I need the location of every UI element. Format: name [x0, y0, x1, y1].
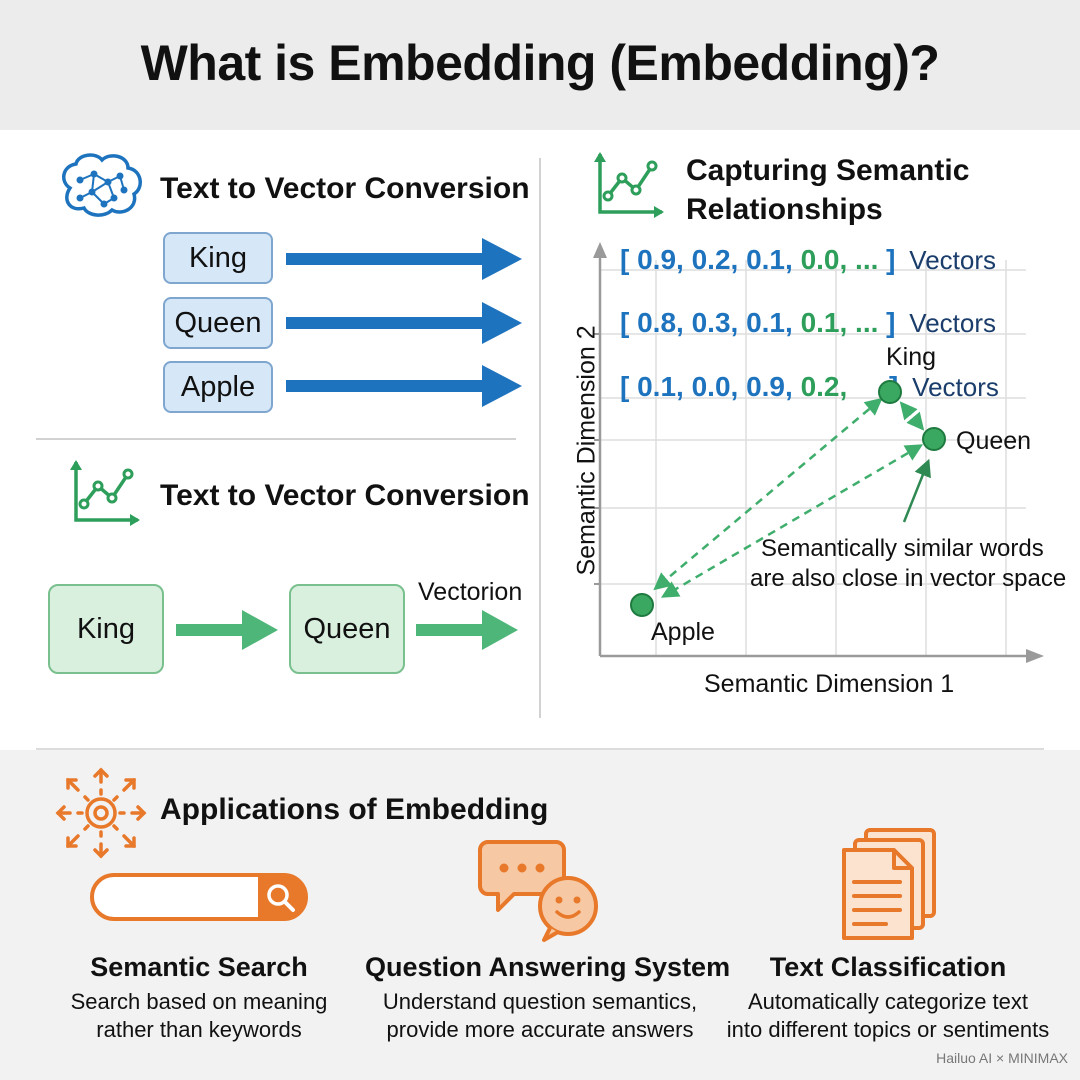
vector-3-values-tail: 0.2, [800, 371, 848, 402]
word-box-queen: Queen [163, 297, 273, 349]
app-desc-text-classification-1: Automatically categorize text [747, 989, 1029, 1014]
green-arrow-2 [416, 610, 518, 650]
vertical-divider [539, 158, 541, 718]
blue-arrow-1 [286, 238, 522, 280]
y-axis-label: Semantic Dimension 2 [572, 325, 601, 576]
page-title: What is Embedding (Embedding)? [140, 35, 940, 91]
relationships-heading-line1: Capturing Semantic [686, 154, 970, 187]
chat-bubbles-icon [478, 840, 598, 942]
blue-arrow-2 [286, 302, 522, 344]
similarity-note-line2: are also close in vector space [750, 565, 1067, 592]
vector-row-1: [ 0.9, 0.2, 0.1, 0.0, ... ] Vectors [620, 244, 996, 276]
point-king [878, 380, 902, 404]
section-divider [36, 748, 1044, 750]
green-box-queen: Queen [289, 584, 405, 674]
vector-row-3: [ 0.1, 0.0, 0.9, 0.2, ] Vectors [620, 371, 999, 403]
app-title-semantic-search: Semantic Search [90, 952, 308, 982]
point-label-king: King [886, 343, 937, 371]
vector-1-values: [ 0.9, 0.2, 0.1, [620, 244, 793, 275]
vector-2-close: ] [886, 307, 896, 338]
brain-network-icon [62, 153, 142, 217]
search-bar-icon [90, 873, 308, 921]
vector-3-label: Vectors [912, 372, 999, 402]
line-chart-icon [594, 152, 664, 218]
horizontal-divider [36, 438, 516, 440]
app-title-question-answering: Question Answering System [365, 952, 731, 982]
app-desc-question-answering-1: Understand question semantics, [382, 989, 698, 1014]
app-desc-semantic-search-1: Search based on meaning [70, 989, 328, 1014]
word-box-apple: Apple [163, 361, 273, 413]
similarity-note-line1: Semantically similar words [761, 535, 1044, 562]
green-box-king: King [48, 584, 164, 674]
vector-1-label: Vectors [909, 245, 996, 275]
vector-1-values-tail: 0.0, ... [800, 244, 879, 275]
app-desc-semantic-search-2: rather than keywords [96, 1017, 302, 1042]
watermark: Hailuo AI × MINIMAX [936, 1050, 1068, 1066]
app-title-text-classification: Text Classification [769, 952, 1007, 982]
vector-1-close: ] [886, 244, 896, 275]
word-box-king: King [163, 232, 273, 284]
vector-3-values: [ 0.1, 0.0, 0.9, [620, 371, 793, 402]
vector-2-values-tail: 0.1, ... [800, 307, 879, 338]
relationships-heading-line2: Relationships [686, 193, 883, 226]
vector-2-label: Vectors [909, 308, 996, 338]
conversion-heading-bottom: Text to Vector Conversion [160, 479, 530, 512]
title-band [0, 0, 1080, 130]
line-chart-icon [70, 460, 140, 526]
point-label-apple: Apple [651, 618, 715, 646]
documents-icon [842, 828, 936, 940]
x-axis-label: Semantic Dimension 1 [704, 670, 955, 698]
point-label-queen: Queen [956, 427, 1032, 455]
applications-heading: Applications of Embedding [160, 793, 549, 826]
app-desc-question-answering-2: provide more accurate answers [386, 1017, 694, 1042]
vector-2-values: [ 0.8, 0.3, 0.1, [620, 307, 793, 338]
blue-arrow-3 [286, 365, 522, 407]
app-desc-text-classification-2: into different topics or sentiments [726, 1017, 1050, 1042]
gear-expand-icon [55, 767, 147, 859]
point-apple [630, 593, 654, 617]
conversion-heading-top: Text to Vector Conversion [160, 172, 530, 205]
vector-row-2: [ 0.8, 0.3, 0.1, 0.1, ... ] Vectors [620, 307, 996, 339]
vectorion-label: Vectorion [418, 578, 523, 606]
point-queen [922, 427, 946, 451]
green-arrow-1 [176, 610, 278, 650]
